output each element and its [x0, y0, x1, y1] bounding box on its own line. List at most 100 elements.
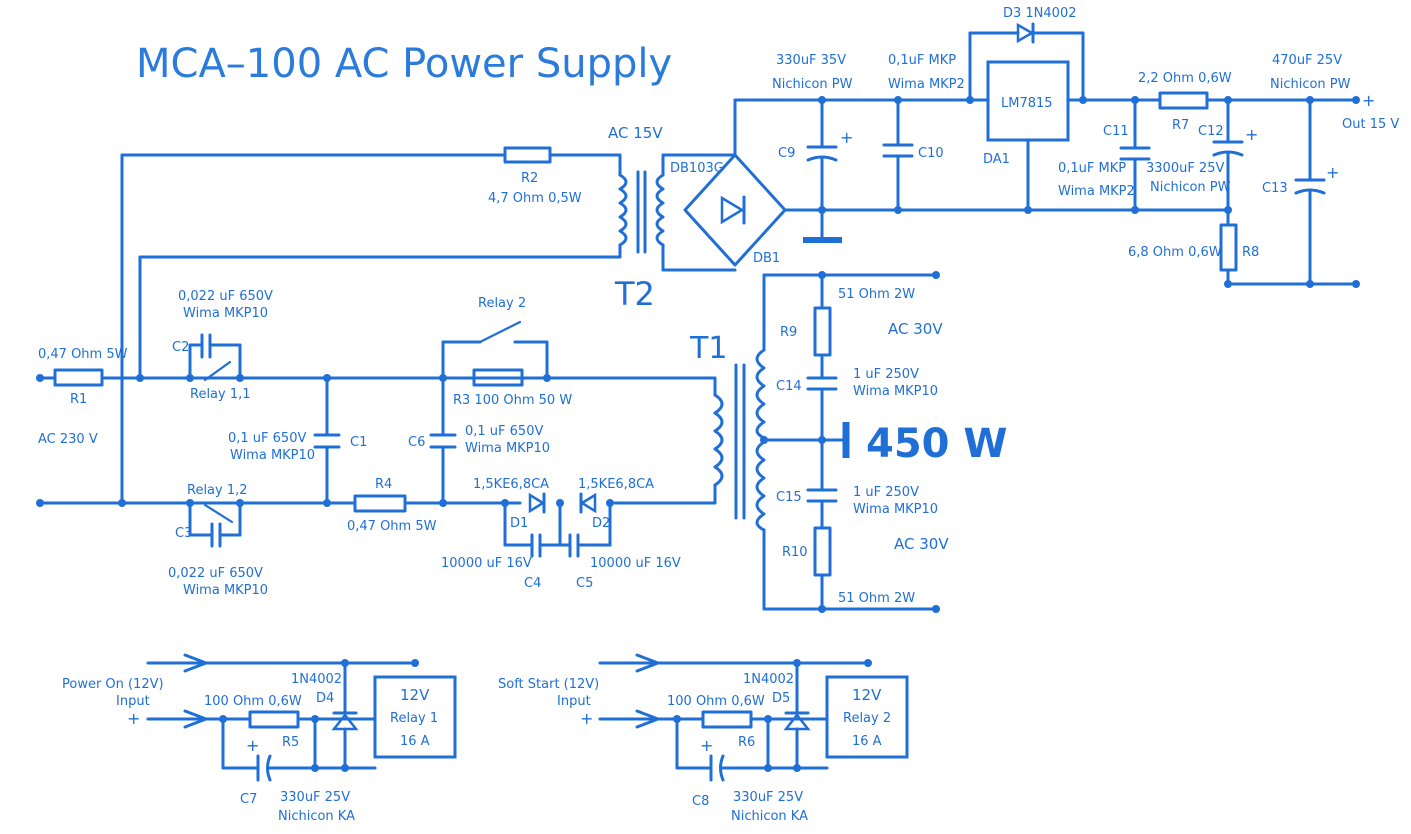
c2-label: C2	[172, 340, 189, 355]
r8-label: R8	[1242, 245, 1259, 260]
relay-2-box	[825, 675, 909, 759]
mains-wiring	[38, 153, 717, 505]
capacitor-c12	[1212, 98, 1244, 212]
power-on-label: Power On (12V)	[62, 677, 164, 692]
diode-d5	[783, 712, 811, 731]
page-title: MCA–100 AC Power Supply	[136, 41, 672, 87]
d5-label: D5	[772, 691, 790, 706]
relay-1-voltage: 12V	[400, 686, 430, 704]
c14-label: C14	[776, 379, 802, 394]
d2-label: D2	[592, 516, 610, 531]
c14-type: Wima MKP10	[853, 384, 938, 399]
da1-label: DA1	[983, 152, 1010, 167]
diode-d1	[528, 492, 546, 514]
c12-type: Nichicon PW	[1150, 180, 1231, 195]
relay-2-voltage: 12V	[852, 686, 882, 704]
c6-label: C6	[408, 435, 425, 450]
relay-1-1-label: Relay 1,1	[190, 387, 251, 402]
c14-value: 1 uF 250V	[853, 367, 919, 382]
c15-type: Wima MKP10	[853, 502, 938, 517]
resistor-r1	[53, 368, 104, 387]
c11-label: C11	[1103, 124, 1129, 139]
c13-value: 470uF 25V	[1272, 53, 1342, 68]
resistor-r9	[813, 273, 832, 380]
power-rating: 450 W	[866, 421, 1008, 467]
c2-type: Wima MKP10	[183, 306, 268, 321]
relay-1-driver	[146, 653, 417, 782]
bridge-rectifier-db1	[661, 98, 1027, 272]
out-plus: +	[1362, 91, 1375, 110]
relay-2-box-label: Relay 2	[843, 711, 891, 726]
c9-type: Nichicon PW	[772, 77, 853, 92]
r1-value: 0,47 Ohm 5W	[38, 347, 128, 362]
c4-label: C4	[524, 576, 541, 591]
c15-label: C15	[776, 490, 802, 505]
ac230-label: AC 230 V	[38, 432, 98, 447]
relay-1-current: 16 A	[400, 734, 430, 749]
c12-label: C12	[1198, 124, 1224, 139]
d2-type: 1,5KE6,8CA	[578, 477, 654, 492]
c10-label: C10	[918, 146, 944, 161]
capacitor-c14	[806, 376, 838, 442]
ac30v-terminal-bottom	[932, 605, 940, 613]
r9-value: 51 Ohm 2W	[838, 287, 915, 302]
relay-1-label: Relay 1	[390, 711, 438, 726]
transformer-t2	[618, 170, 665, 254]
input-2-plus: +	[580, 709, 593, 728]
d4-label: D4	[316, 691, 334, 706]
r6-label: R6	[738, 735, 755, 750]
r5-label: R5	[282, 735, 299, 750]
capacitor-c9	[806, 98, 838, 212]
d1-type: 1,5KE6,8CA	[473, 477, 549, 492]
db1-label: DB1	[753, 251, 780, 266]
transformer-t1	[713, 273, 937, 611]
r4-label: R4	[375, 477, 392, 492]
t1-label: T1	[689, 331, 727, 366]
capacitor-c13	[1294, 98, 1326, 286]
c7-type: Nichicon KA	[278, 809, 355, 824]
c13-plus: +	[1326, 163, 1339, 182]
r4-value: 0,47 Ohm 5W	[347, 519, 437, 534]
resistor-r4	[353, 494, 407, 513]
resistor-r7	[1158, 91, 1209, 110]
relay-1-1-contact	[203, 360, 232, 382]
r9-label: R9	[780, 325, 797, 340]
output-terminal	[1352, 96, 1360, 104]
d3-label: D3 1N4002	[1003, 6, 1077, 21]
resistor-r2	[503, 146, 552, 164]
c7-label: C7	[240, 792, 257, 807]
c3-value: 0,022 uF 650V	[168, 566, 263, 581]
c9-value: 330uF 35V	[776, 53, 846, 68]
r10-value: 51 Ohm 2W	[838, 591, 915, 606]
input-1-label: Input	[116, 694, 150, 709]
ac-input-terminal	[36, 499, 44, 507]
resistor-r6	[701, 710, 753, 729]
relay-2-driver	[598, 653, 870, 782]
r8-value: 6,8 Ohm 0,6W	[1128, 245, 1222, 260]
r3-label: R3 100 Ohm 50 W	[453, 393, 572, 408]
c12-plus: +	[1245, 125, 1258, 144]
r5-value: 100 Ohm 0,6W	[204, 694, 302, 709]
relay-1-box	[373, 675, 457, 759]
c7-plus: +	[246, 736, 259, 755]
capacitor-c2	[188, 333, 242, 380]
resistor-r8	[1219, 223, 1238, 272]
resistor-r3	[472, 368, 524, 387]
d5-type: 1N4002	[743, 672, 794, 687]
ac30v-bottom-label: AC 30V	[894, 535, 949, 553]
resistor-r5	[248, 710, 300, 729]
r1-label: R1	[70, 392, 87, 407]
c11-type: Wima MKP2	[1058, 184, 1135, 199]
r2-label: R2	[521, 171, 538, 186]
input-1-plus: +	[127, 709, 140, 728]
c1-type: Wima MKP10	[230, 448, 315, 463]
lm7815-label: LM7815	[1001, 96, 1053, 111]
c9-plus: +	[840, 128, 853, 147]
ac30v-top-label: AC 30V	[888, 320, 943, 338]
r10-label: R10	[782, 545, 808, 560]
c9-label: C9	[778, 146, 795, 161]
r2-value: 4,7 Ohm 0,5W	[488, 191, 582, 206]
c6-type: Wima MKP10	[465, 441, 550, 456]
c5-label: C5	[576, 576, 593, 591]
